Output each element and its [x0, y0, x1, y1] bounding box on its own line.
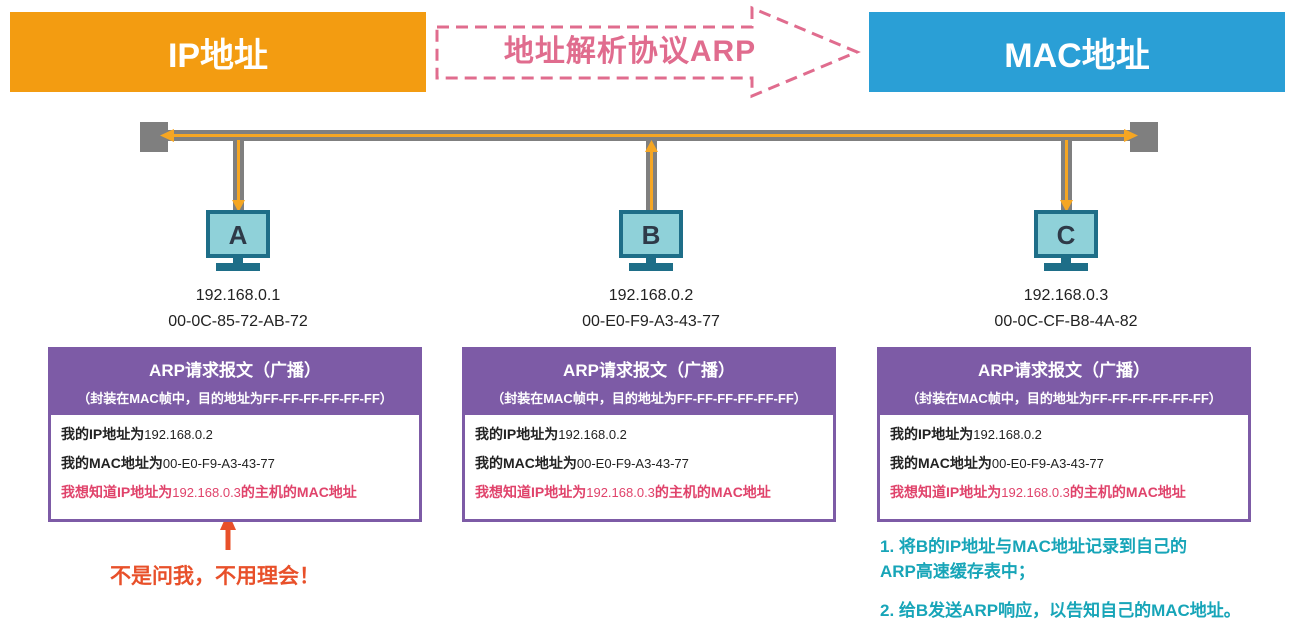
broadcast-arrowhead-left	[160, 129, 174, 142]
sender-ip-line: 我的IP地址为192.168.0.2	[890, 424, 1248, 444]
arp-request-title: ARP请求报文（广播）	[978, 361, 1150, 380]
computer-icon: C	[1034, 210, 1098, 271]
host-a-ip: 192.168.0.1	[195, 287, 281, 304]
target-query-prefix: 我想知道IP地址为	[890, 484, 1002, 500]
host-a-ignore-note: 不是问我，不用理会！	[110, 565, 320, 588]
target-query-line: 我想知道IP地址为192.168.0.3的主机的MAC地址	[61, 482, 419, 502]
host-b-letter: B	[642, 220, 661, 250]
sender-mac-label: 我的MAC地址为	[475, 455, 577, 471]
sender-mac-label: 我的MAC地址为	[61, 455, 163, 471]
broadcast-arrowhead-right	[1124, 129, 1138, 142]
sender-ip-value: 192.168.0.2	[558, 427, 627, 442]
target-query-prefix: 我想知道IP地址为	[61, 484, 173, 500]
arp-request-subtitle: （封装在MAC帧中，目的地址为FF-FF-FF-FF-FF-FF）	[906, 391, 1222, 406]
arp-request-subtitle: （封装在MAC帧中，目的地址为FF-FF-FF-FF-FF-FF）	[77, 391, 393, 406]
signal-arrowhead-a	[232, 200, 245, 212]
host-c-letter: C	[1057, 220, 1076, 250]
host-a-letter: A	[229, 220, 248, 250]
sender-mac-value: 00-E0-F9-A3-43-77	[991, 456, 1104, 471]
host-b-ip: 192.168.0.2	[608, 287, 694, 304]
computer-icon: B	[619, 210, 683, 271]
arp-request-subtitle: （封装在MAC帧中，目的地址为FF-FF-FF-FF-FF-FF）	[491, 391, 807, 406]
sender-ip-line: 我的IP地址为192.168.0.2	[61, 424, 419, 444]
arp-request-box-c: ARP请求报文（广播） （封装在MAC帧中，目的地址为FF-FF-FF-FF-F…	[877, 347, 1251, 522]
computer-icon: A	[206, 210, 270, 271]
mac-address-banner: MAC地址	[869, 12, 1285, 92]
sender-ip-value: 192.168.0.2	[144, 427, 213, 442]
sender-mac-value: 00-E0-F9-A3-43-77	[576, 456, 689, 471]
target-query-line: 我想知道IP地址为192.168.0.3的主机的MAC地址	[475, 482, 833, 502]
arp-request-header: ARP请求报文（广播） （封装在MAC帧中，目的地址为FF-FF-FF-FF-F…	[51, 350, 419, 415]
host-c-action-note-1: 1. 将B的IP地址与MAC地址记录到自己的	[880, 537, 1187, 556]
arp-request-title: ARP请求报文（广播）	[149, 361, 321, 380]
host-c-mac: 00-0C-CF-B8-4A-82	[994, 313, 1138, 330]
arp-request-title: ARP请求报文（广播）	[563, 361, 735, 380]
sender-mac-line: 我的MAC地址为00-E0-F9-A3-43-77	[890, 453, 1248, 473]
sender-mac-line: 我的MAC地址为00-E0-F9-A3-43-77	[475, 453, 833, 473]
sender-mac-value: 00-E0-F9-A3-43-77	[162, 456, 275, 471]
host-a-mac: 00-0C-85-72-AB-72	[168, 313, 308, 330]
target-query-line: 我想知道IP地址为192.168.0.3的主机的MAC地址	[890, 482, 1248, 502]
host-c-action-note-2: 2. 给B发送ARP响应，以告知自己的MAC地址。	[880, 601, 1241, 620]
signal-arrowhead-c	[1060, 200, 1073, 212]
signal-arrowhead-b	[645, 140, 658, 152]
target-ip-value: 192.168.0.3	[586, 485, 655, 500]
mac-address-label: MAC地址	[1004, 36, 1150, 75]
sender-ip-label: 我的IP地址为	[61, 426, 145, 442]
target-query-suffix: 的主机的MAC地址	[240, 484, 357, 500]
arp-protocol-label: 地址解析协议ARP	[503, 35, 757, 68]
host-c-ip: 192.168.0.3	[1023, 287, 1109, 304]
ip-address-banner: IP地址	[10, 12, 426, 92]
host-c-action-note-1-cont: ARP高速缓存表中；	[880, 562, 1035, 581]
arp-request-box-a: ARP请求报文（广播） （封装在MAC帧中，目的地址为FF-FF-FF-FF-F…	[48, 347, 422, 522]
target-query-prefix: 我想知道IP地址为	[475, 484, 587, 500]
target-ip-value: 192.168.0.3	[172, 485, 241, 500]
sender-ip-label: 我的IP地址为	[475, 426, 559, 442]
arp-request-header: ARP请求报文（广播） （封装在MAC帧中，目的地址为FF-FF-FF-FF-F…	[465, 350, 833, 415]
sender-ip-value: 192.168.0.2	[973, 427, 1042, 442]
target-ip-value: 192.168.0.3	[1001, 485, 1070, 500]
target-query-suffix: 的主机的MAC地址	[654, 484, 771, 500]
sender-mac-label: 我的MAC地址为	[890, 455, 992, 471]
arp-request-box-b: ARP请求报文（广播） （封装在MAC帧中，目的地址为FF-FF-FF-FF-F…	[462, 347, 836, 522]
host-b-mac: 00-E0-F9-A3-43-77	[582, 313, 720, 330]
arp-arrow-shape	[435, 5, 861, 99]
ip-address-label: IP地址	[167, 36, 269, 75]
target-query-suffix: 的主机的MAC地址	[1069, 484, 1186, 500]
sender-mac-line: 我的MAC地址为00-E0-F9-A3-43-77	[61, 453, 419, 473]
sender-ip-label: 我的IP地址为	[890, 426, 974, 442]
sender-ip-line: 我的IP地址为192.168.0.2	[475, 424, 833, 444]
arp-request-header: ARP请求报文（广播） （封装在MAC帧中，目的地址为FF-FF-FF-FF-F…	[880, 350, 1248, 415]
